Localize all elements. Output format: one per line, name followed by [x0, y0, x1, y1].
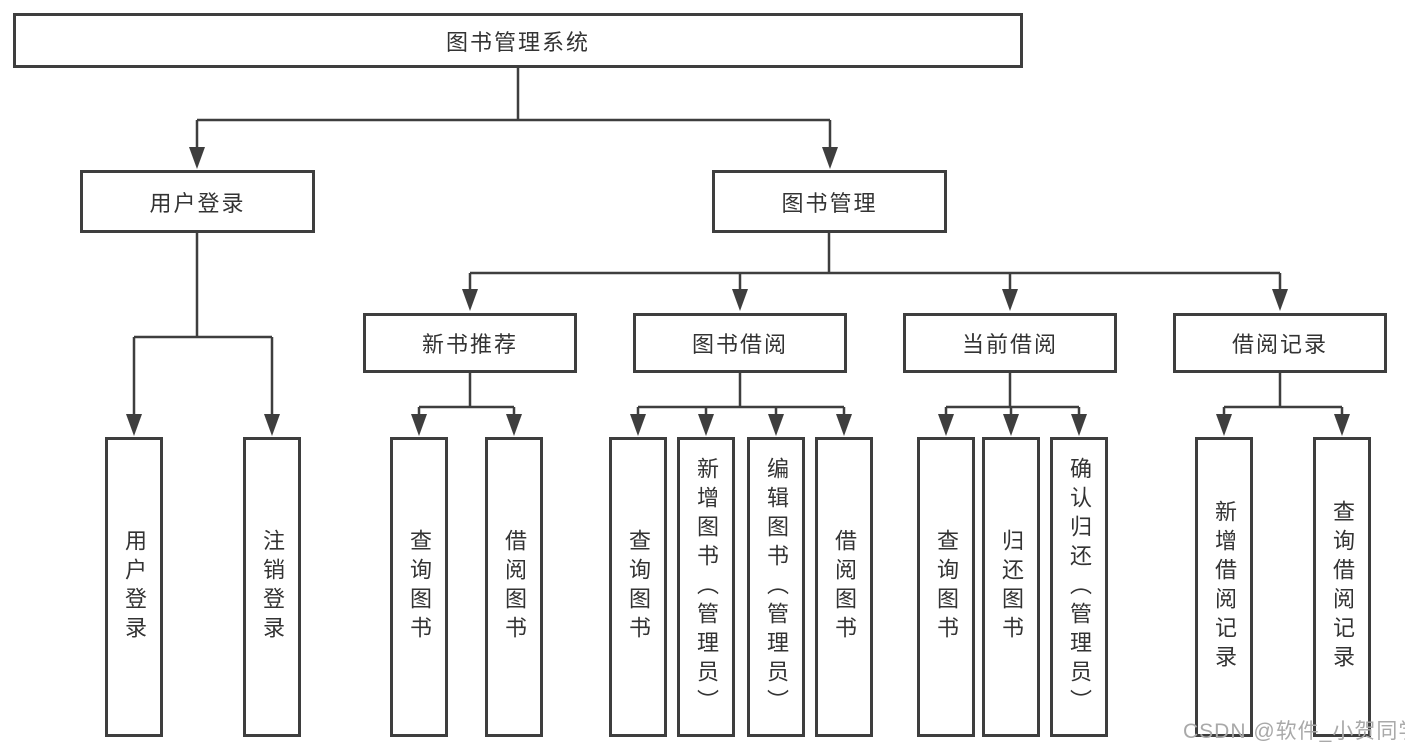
leaf-user-login: 用户登录 [105, 437, 163, 737]
leaf-edit-book-admin: 编辑图书（管理员） [747, 437, 805, 737]
leaf-return-book: 归还图书 [982, 437, 1040, 737]
node-current-borrow: 当前借阅 [903, 313, 1117, 373]
node-book-management-branch: 图书管理 [712, 170, 947, 233]
node-label: 用户登录 [149, 190, 246, 216]
connector-current-borrow-to-leaves [944, 373, 1081, 418]
node-label: 查询借阅记录 [1330, 500, 1355, 674]
node-label: 图书管理系统 [445, 29, 590, 55]
connector-book-management-to-modules [468, 233, 1282, 293]
node-label: 用户登录 [122, 529, 147, 645]
leaf-query-books-borrow: 查询图书 [609, 437, 667, 737]
arrowheads [126, 147, 1350, 436]
leaf-logout: 注销登录 [243, 437, 301, 737]
node-borrow-records: 借阅记录 [1173, 313, 1387, 373]
node-book-borrow: 图书借阅 [633, 313, 847, 373]
node-label: 归还图书 [999, 529, 1024, 645]
node-label: 新增图书（管理员） [694, 456, 719, 718]
leaf-confirm-return-admin: 确认归还（管理员） [1050, 437, 1108, 737]
connector-root-to-branches [195, 68, 832, 152]
connector-borrow-records-to-leaves [1222, 373, 1344, 418]
node-label: 图书管理 [781, 190, 878, 216]
connector-new-book-recommend-to-leaves [417, 373, 516, 418]
connector-user-login-to-leaves [132, 233, 274, 418]
node-label: 查询图书 [407, 529, 432, 645]
node-library-management-system: 图书管理系统 [13, 13, 1023, 68]
node-label: 注销登录 [260, 529, 285, 645]
node-label: 新书推荐 [421, 332, 518, 357]
leaf-add-book-admin: 新增图书（管理员） [677, 437, 735, 737]
leaf-query-borrow-record: 查询借阅记录 [1313, 437, 1371, 737]
csdn-watermark: CSDN @软件_小贺同学 [1183, 720, 1405, 743]
node-label: 图书借阅 [691, 332, 788, 357]
node-label: 借阅图书 [502, 529, 527, 645]
node-label: 借阅记录 [1231, 332, 1328, 357]
leaf-add-borrow-record: 新增借阅记录 [1195, 437, 1253, 737]
leaf-borrow-books-recommend: 借阅图书 [485, 437, 543, 737]
node-label: 借阅图书 [832, 529, 857, 645]
node-label: 编辑图书（管理员） [764, 456, 789, 718]
node-label: 查询图书 [934, 529, 959, 645]
connector-book-borrow-to-leaves [636, 373, 846, 418]
node-label: 查询图书 [626, 529, 651, 645]
node-new-book-recommend: 新书推荐 [363, 313, 577, 373]
leaf-query-books-current: 查询图书 [917, 437, 975, 737]
node-user-login-branch: 用户登录 [80, 170, 315, 233]
node-label: 新增借阅记录 [1212, 500, 1237, 674]
leaf-borrow-books-2: 借阅图书 [815, 437, 873, 737]
node-label: 确认归还（管理员） [1067, 456, 1092, 718]
leaf-query-books-recommend: 查询图书 [390, 437, 448, 737]
node-label: 当前借阅 [961, 332, 1058, 357]
